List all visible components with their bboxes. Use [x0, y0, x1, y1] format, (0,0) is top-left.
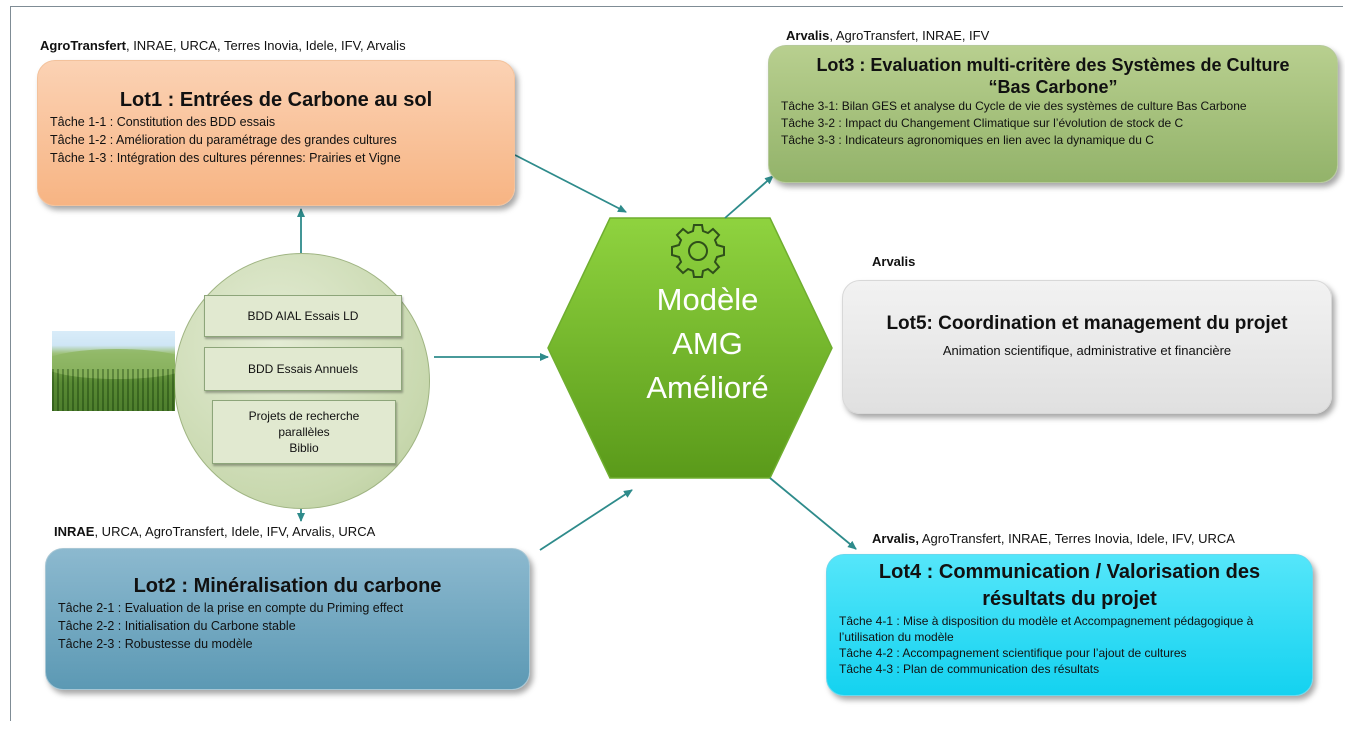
diagram-frame [10, 6, 1343, 721]
lot3-partners: Arvalis, AgroTransfert, INRAE, IFV [786, 28, 989, 43]
lot3-task-3: Tâche 3-3 : Indicateurs agronomiques en … [781, 133, 1154, 147]
lot2-partner-lead: INRAE [54, 524, 95, 539]
lot4-partner-lead: Arvalis, [872, 531, 919, 546]
lot4-partners: Arvalis, AgroTransfert, INRAE, Terres In… [872, 531, 1235, 546]
lot2-task-3: Tâche 2-3 : Robustesse du modèle [58, 637, 253, 651]
lot1-partner-rest: , INRAE, URCA, Terres Inovia, Idele, IFV… [125, 38, 406, 53]
lot4-task-2: Tâche 4-2 : Accompagnement scientifique … [839, 646, 1187, 660]
lot2-partners: INRAE, URCA, AgroTransfert, Idele, IFV, … [54, 524, 375, 539]
source-projets-line3: Biblio [289, 441, 319, 455]
lot2-task-1: Tâche 2-1 : Evaluation de la prise en co… [58, 601, 404, 615]
center-line1: Modèle [656, 282, 759, 317]
lot2-box: Lot2 : Minéralisation du carbone Tâche 2… [45, 548, 530, 690]
source-projets-biblio: Projets de recherche parallèles Biblio [212, 400, 396, 464]
lot3-task-1: Tâche 3-1: Bilan GES et analyse du Cycle… [781, 99, 1247, 113]
lot1-box: Lot1 : Entrées de Carbone au sol Tâche 1… [37, 60, 515, 206]
lot2-title: Lot2 : Minéralisation du carbone [133, 575, 442, 597]
lot4-box: Lot4 : Communication / Valorisation des … [826, 554, 1313, 696]
lot3-task-2: Tâche 3-2 : Impact du Changement Climati… [781, 116, 1184, 130]
lot1-task-1: Tâche 1-1 : Constitution des BDD essais [50, 115, 276, 129]
lot3-partner-rest: , AgroTransfert, INRAE, IFV [829, 28, 990, 43]
arrow-center-to-lot3 [724, 175, 774, 219]
lot4-task-3: Tâche 4-3 : Plan de communication des ré… [839, 662, 1100, 676]
center-hexagon [547, 217, 833, 479]
lot5-title: Lot5: Coordination et management du proj… [886, 313, 1288, 334]
lot4-partner-rest: AgroTransfert, INRAE, Terres Inovia, Ide… [918, 531, 1235, 546]
lot3-title-line2: “Bas Carbone” [988, 77, 1118, 97]
lot2-partner-rest: , URCA, AgroTransfert, Idele, IFV, Arval… [94, 524, 376, 539]
lot3-partner-lead: Arvalis [786, 28, 830, 43]
center-line3: Amélioré [646, 370, 769, 405]
center-model-label: Modèle AMG Amélioré [600, 278, 815, 410]
lot5-subtitle: Animation scientifique, administrative e… [942, 343, 1232, 358]
center-line2: AMG [672, 326, 743, 361]
lot1-partner-lead: AgroTransfert [40, 38, 126, 53]
lot1-task-3: Tâche 1-3 : Intégration des cultures pér… [50, 151, 401, 165]
lot3-box: Lot3 : Evaluation multi-critère des Syst… [768, 45, 1338, 183]
arrow-lot2-to-center [539, 489, 633, 551]
arrow-lot1-to-center [514, 154, 627, 213]
lot5-box: Lot5: Coordination et management du proj… [842, 280, 1332, 414]
lot2-task-2: Tâche 2-2 : Initialisation du Carbone st… [58, 619, 296, 633]
lot1-title: Lot1 : Entrées de Carbone au sol [119, 89, 433, 111]
arrow-center-to-lot4 [769, 477, 857, 550]
lot3-title-line1: Lot3 : Evaluation multi-critère des Syst… [816, 55, 1290, 75]
wheat-field-photo [52, 331, 175, 411]
source-bdd-aial: BDD AIAL Essais LD [204, 295, 402, 337]
lot1-task-2: Tâche 1-2 : Amélioration du paramétrage … [50, 133, 397, 147]
lot1-partners: AgroTransfert, INRAE, URCA, Terres Inovi… [40, 38, 406, 53]
lot5-partner-lead: Arvalis [872, 254, 916, 269]
source-projets-line1: Projets de recherche [248, 409, 360, 423]
gear-icon [671, 224, 725, 278]
lot4-title: Lot4 : Communication / Valorisation des … [878, 561, 1261, 610]
source-bdd-annuels: BDD Essais Annuels [204, 347, 402, 391]
source-projets-line2: parallèles [278, 425, 330, 439]
lot4-task-1: Tâche 4-1 : Mise à disposition du modèle… [839, 614, 1254, 644]
lot5-partners: Arvalis [872, 254, 915, 269]
